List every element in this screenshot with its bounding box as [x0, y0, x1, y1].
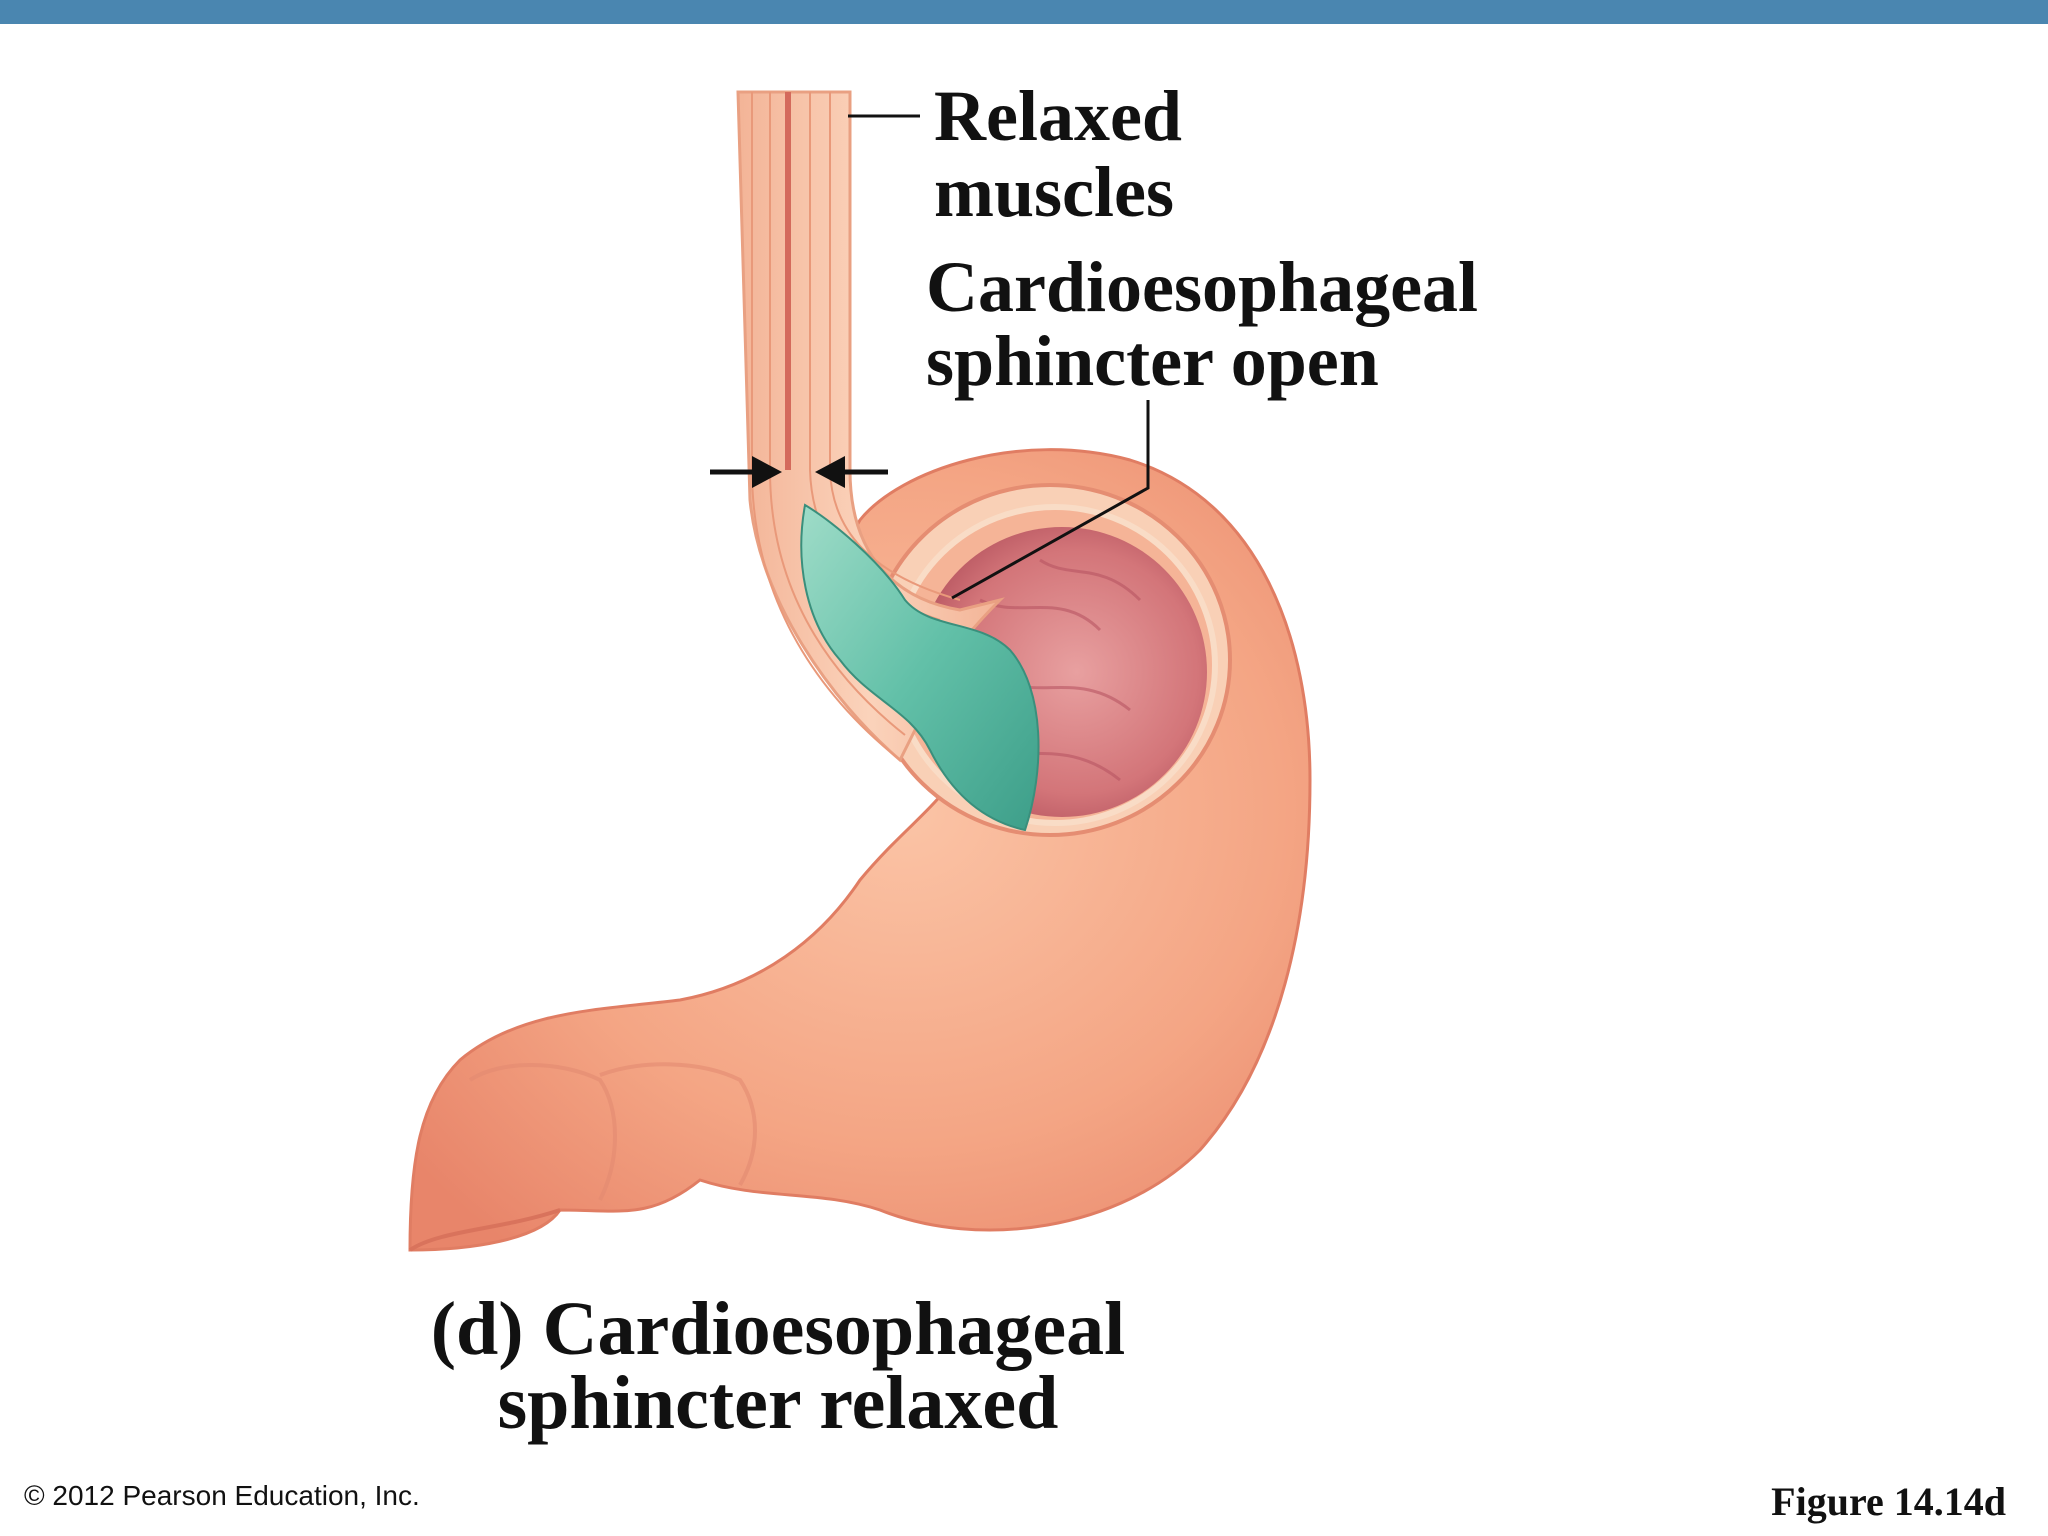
sphincter-open-leader — [951, 400, 1150, 600]
sphincter-open-line-1: Cardioesophageal — [926, 247, 1479, 327]
figure-caption: (d) Cardioesophageal sphincter relaxed — [408, 1287, 1148, 1445]
food-bolus — [800, 503, 1040, 832]
relaxed-muscles-line-1: Relaxed — [934, 76, 1182, 156]
caption-line-2: sphincter relaxed — [497, 1361, 1059, 1445]
relaxed-muscles-line-2: muscles — [934, 152, 1174, 232]
constriction-arrows — [710, 456, 888, 488]
copyright-notice: © 2012 Pearson Education, Inc. — [24, 1480, 420, 1511]
top-accent-bar — [0, 0, 2048, 24]
sphincter-open-line-2: sphincter open — [926, 321, 1379, 401]
figure-number: Figure 14.14d — [1771, 1479, 2006, 1524]
caption-line-1: (d) Cardioesophageal — [430, 1287, 1126, 1371]
sphincter-open-label: Cardioesophageal sphincter open — [926, 250, 1478, 398]
relaxed-muscles-label: Relaxed muscles — [934, 78, 1182, 230]
